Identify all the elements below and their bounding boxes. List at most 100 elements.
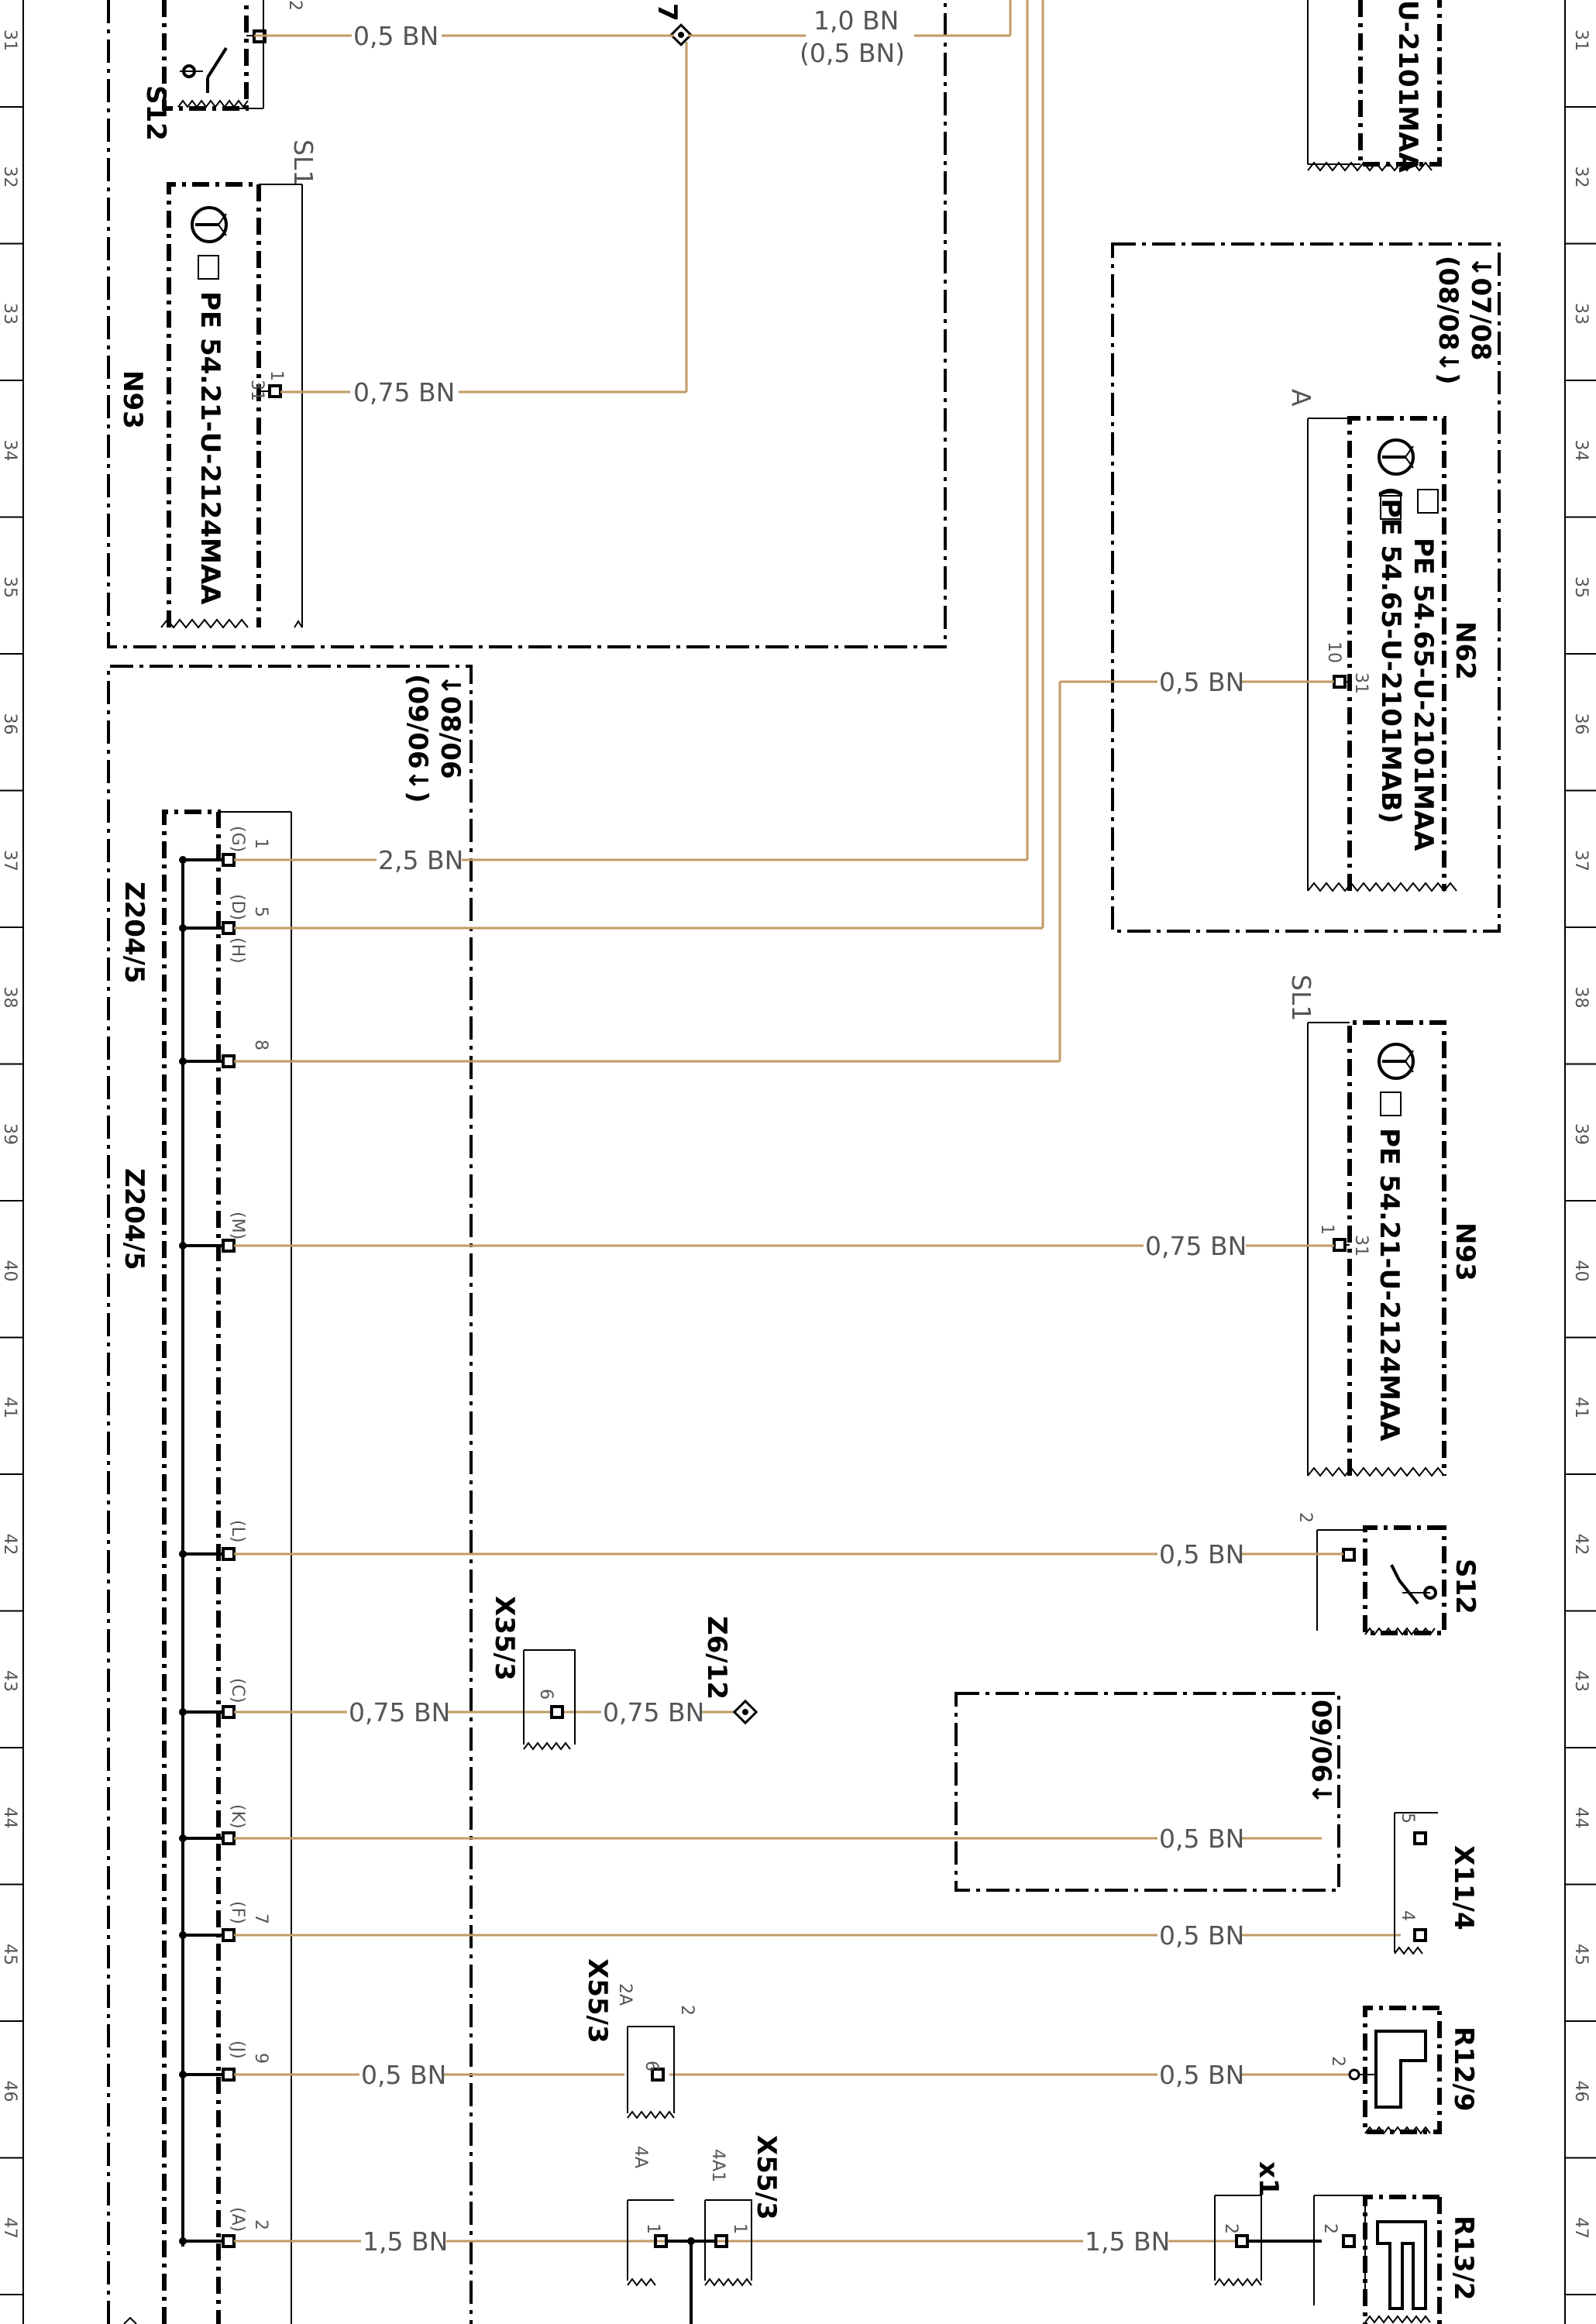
row-label-right: 38 (1571, 987, 1591, 1009)
n62-label: N62 (1450, 621, 1481, 680)
wire-label-g: 2,5 BN (378, 845, 463, 875)
x11-box-date: 09/06↓ (1305, 1700, 1336, 1805)
x11-dashed-box (955, 1692, 1340, 1892)
wire-label-top-a: 1,0 BN (813, 5, 899, 36)
z204-pin-letter: (L) (228, 1520, 247, 1542)
n62-date-top: ↓07/08 (1465, 256, 1496, 361)
top-right-ref: U-2101MAA (1392, 0, 1423, 173)
s12-right-pin-2: 2 (1295, 1512, 1315, 1523)
z204-pin-letter: (G) (228, 826, 247, 852)
row-label-left: 31 (0, 29, 19, 51)
wires (234, 0, 1401, 2243)
top-node-number: 7 (652, 3, 683, 22)
wire-label-j2: 0,5 BN (1159, 2060, 1244, 2090)
x55-lower-connectors (627, 2199, 752, 2324)
r12-label: R12/9 (1448, 2027, 1479, 2112)
wire-label-n62: 0,5 BN (1159, 667, 1244, 697)
z204-pin-number: 7 (251, 1913, 270, 1924)
x55-right-label: X55/3 (751, 2135, 782, 2220)
z204-pin-terminal (222, 1054, 236, 1068)
n93-top-ref: PE 54.21-U-2124MAA (194, 291, 225, 605)
r13-pin-2: 2 (1320, 2223, 1340, 2234)
x55-lower-pin-4A: 4A (631, 2146, 650, 2168)
row-label-left: 39 (0, 1123, 19, 1145)
z204-pin-terminal (222, 1831, 236, 1845)
row-label-right: 34 (1571, 440, 1591, 462)
wire-label-m: 0,75 BN (1145, 1231, 1247, 1261)
z204-pin-number: 9 (251, 2053, 270, 2064)
left-date: ↓08/06 (435, 674, 466, 779)
module-box-left-lower (107, 665, 473, 2324)
r13-label: R13/2 (1448, 2216, 1479, 2301)
row-label-right: 45 (1571, 1944, 1591, 1965)
z204-pin-letter: (F) (228, 1901, 247, 1924)
z204-pin-letter: (D) (228, 894, 247, 920)
x55-lower-pin-1: 1 (643, 2223, 662, 2234)
wire-label-bgs (347, 6, 1246, 2255)
z204-pin-letter: (K) (228, 1804, 247, 1829)
row-label-right: 36 (1571, 713, 1591, 735)
n93-top-label: N93 (117, 370, 148, 429)
z6-splice (732, 1699, 758, 1725)
r13-component (1313, 2195, 1442, 2324)
z204-pin-terminal (222, 921, 236, 935)
n93-right-label: N93 (1450, 1222, 1481, 1281)
row-label-left: 33 (0, 303, 19, 325)
row-label-left: 36 (0, 713, 19, 735)
n93-right-sl: SL1 (1286, 975, 1316, 1021)
x55-left-pin-2: 2 (677, 2005, 697, 2016)
row-label-right: 35 (1571, 576, 1591, 598)
wire-label-c2: 0,75 BN (603, 1697, 704, 1728)
x11-pin-4: 4 (1398, 1910, 1417, 1921)
n93-right-pin-1: 1 (1317, 1224, 1336, 1235)
row-label-right: 46 (1571, 2081, 1591, 2102)
s12-top-switch (162, 0, 267, 111)
z204-pin-terminal (222, 2068, 236, 2082)
row-label-left: 38 (0, 987, 19, 1009)
row-label-right: 40 (1571, 1260, 1591, 1282)
s12-top-label: S12 (140, 85, 171, 141)
x35-label: X35/3 (489, 1596, 520, 1681)
x1-label: x1 (1253, 2161, 1284, 2197)
n93-top-sl: SL1 (288, 139, 318, 186)
row-label-right: 42 (1571, 1534, 1591, 1556)
n93-right-pin-31: 31 (1351, 1235, 1371, 1257)
z204-pin-number: 8 (251, 1040, 270, 1050)
x35-connector (523, 1649, 576, 1751)
n93-top-pin-31: 31 (247, 380, 267, 401)
row-label-left: 37 (0, 850, 19, 871)
wire-label-n93-top: 0,75 BN (353, 377, 455, 407)
x11-label: X11/4 (1448, 1845, 1479, 1930)
wire-label-j: 0,5 BN (361, 2060, 446, 2090)
row-label-left: 42 (0, 1534, 19, 1556)
wire-label-l: 0,5 BN (1159, 1539, 1244, 1569)
z204-pin-terminal (222, 2234, 236, 2248)
row-label-left: 34 (0, 440, 19, 462)
n93-right-ref: PE 54.21-U-2124MAA (1374, 1128, 1405, 1442)
z204-pin-letter: (H) (228, 937, 247, 964)
n93-top-pin-1: 1 (267, 370, 286, 381)
z204-pin-terminal (222, 1239, 236, 1253)
z204-pin-terminal (222, 1547, 236, 1561)
row-label-left: 32 (0, 167, 19, 188)
row-label-left: 40 (0, 1260, 19, 1282)
row-label-right: 33 (1571, 303, 1591, 325)
n62-outer-box (1111, 242, 1501, 933)
n62-module (1307, 416, 1457, 892)
r12-pin-2: 2 (1328, 2056, 1347, 2067)
row-label-right: 47 (1571, 2217, 1591, 2239)
z204-pin-letter: (M) (228, 1212, 247, 1239)
x1-pin-2: 2 (1221, 2223, 1240, 2234)
row-label-right: 44 (1571, 1807, 1591, 1829)
x11-pin-5: 5 (1398, 1813, 1417, 1824)
z6-label: Z6/12 (701, 1616, 732, 1700)
s12-right-switch (1316, 1525, 1446, 1636)
row-label-right: 39 (1571, 1123, 1591, 1145)
r12-component (1348, 2006, 1442, 2135)
n93-right-module (1307, 1020, 1446, 1477)
wire-label-a: 1,5 BN (363, 2226, 448, 2257)
z204-pin-terminal (222, 1705, 236, 1719)
row-label-left: 35 (0, 576, 19, 598)
module-box-top-left (107, 0, 947, 648)
